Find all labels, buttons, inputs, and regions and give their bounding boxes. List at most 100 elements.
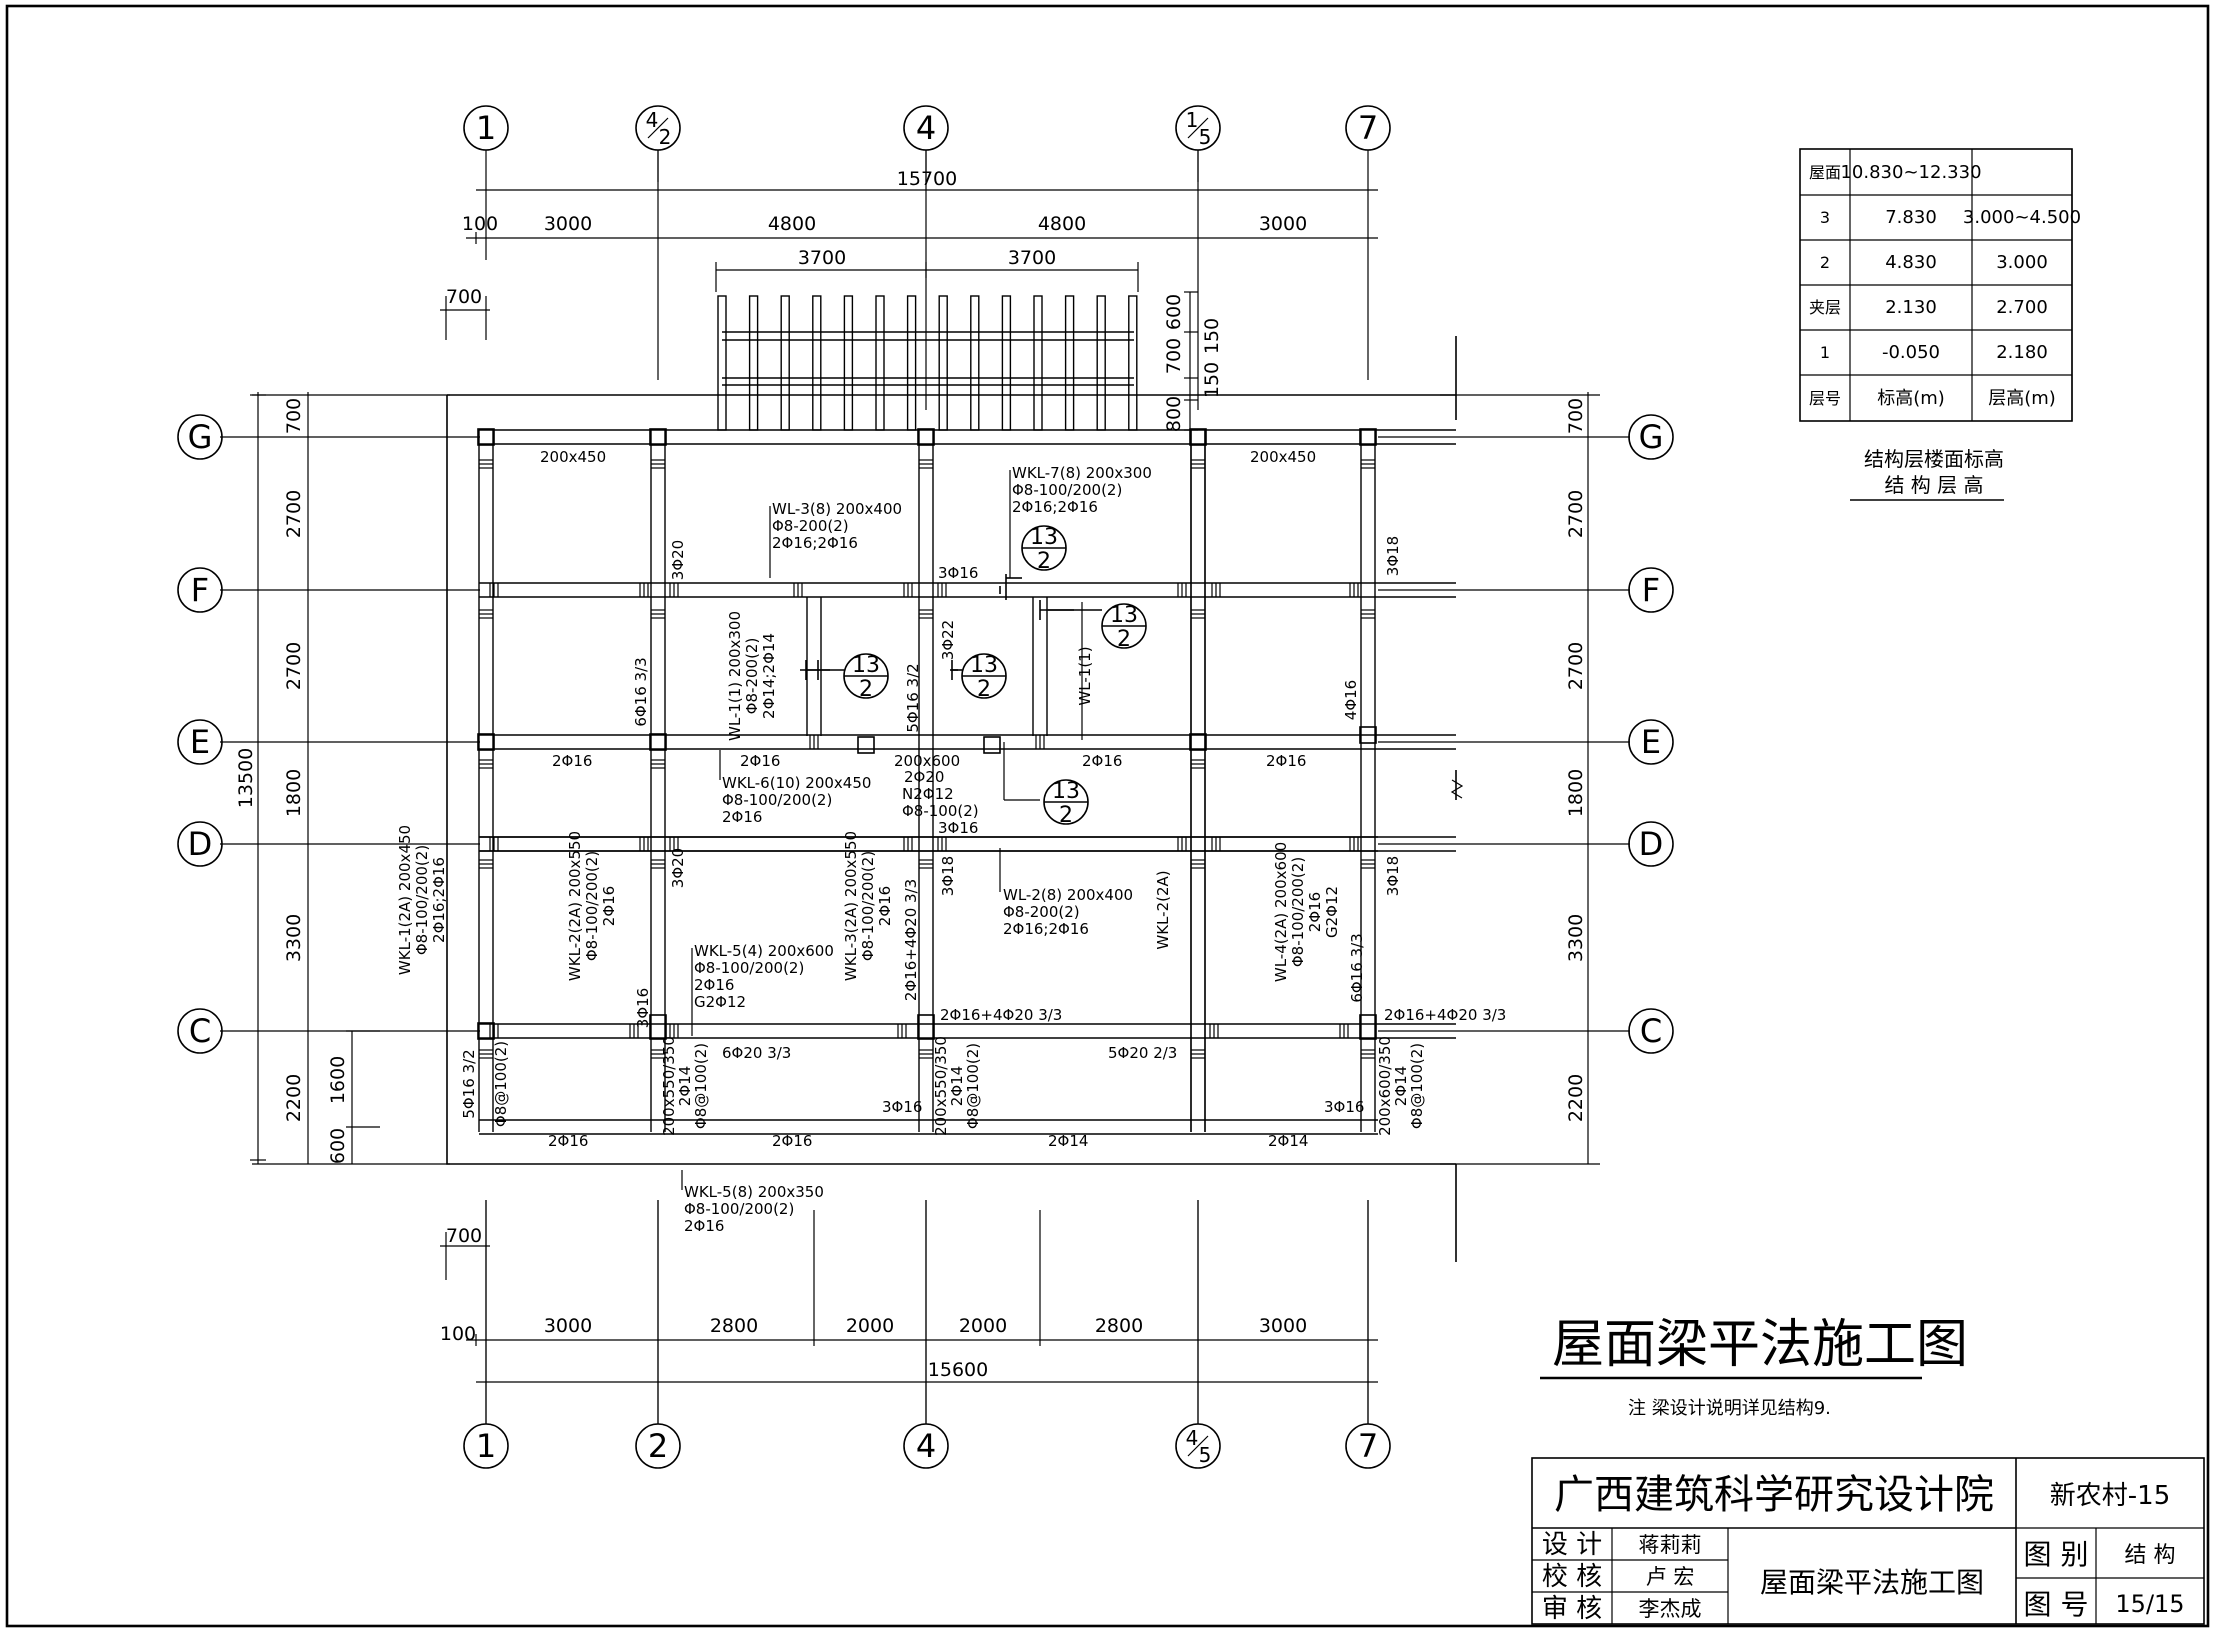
role-label: 设 计: [1542, 1530, 1602, 1560]
beam-annotation: 2Φ16;2Φ16: [1012, 498, 1098, 516]
elevation-caption-1: 结构层楼面标高: [1864, 447, 2004, 471]
dim-left-seg: 1800: [283, 769, 305, 817]
category-value: 结 构: [2125, 1543, 2176, 1568]
elevation-cell: 2.180: [1996, 342, 2048, 363]
axis-circle: [177, 567, 223, 613]
axis-circle: [1628, 1008, 1674, 1054]
beam-annotation-vertical: Φ8-100/200(2): [1289, 857, 1307, 967]
beam-annotation-vertical: Φ8-100/200(2): [583, 851, 601, 961]
beam-annotation: 5Φ20 2/3: [1108, 1044, 1177, 1062]
axis-circle: [1628, 414, 1674, 460]
dim-left-sub: 1600: [327, 1056, 349, 1104]
axis-bubble: E: [1628, 719, 1674, 765]
section-mark-sheet: 2: [977, 677, 991, 702]
beam-annotation-vertical: WKL-3(2A) 200x550: [842, 831, 860, 981]
beam-annotation: 2Φ16: [740, 752, 780, 770]
section-mark-sheet: 2: [1037, 549, 1051, 574]
axis-bubble: 42: [635, 105, 681, 151]
dim-bottom-seg: 2800: [1095, 1315, 1143, 1337]
category-label: 图 别: [2024, 1538, 2089, 1571]
beam-annotation: 2Φ16: [552, 752, 592, 770]
beam-annotation-vertical: WL-4(2A) 200x600: [1272, 842, 1290, 982]
dim-top-offset: 700: [446, 286, 482, 308]
role-name: 李杰成: [1639, 1597, 1702, 1621]
beam-annotation: Φ8-100/200(2): [684, 1200, 794, 1218]
beam-annotation-vertical: 2Φ14: [676, 1066, 694, 1106]
axis-circle: [635, 105, 681, 151]
dim-pergola-v: 600: [1163, 294, 1185, 330]
rebar-break-ticks: [479, 459, 1375, 1059]
beam-annotation: 3Φ16: [1324, 1098, 1364, 1116]
axis-label: D: [188, 825, 213, 863]
dim-bottom-overall: 15600: [928, 1359, 988, 1381]
section-mark-sheet: 2: [1117, 627, 1131, 652]
beam-annotation-vertical: 2Φ16: [876, 886, 894, 926]
dim-pergola-v: 800: [1163, 396, 1185, 432]
axis-circle: [635, 1423, 681, 1469]
section-mark: 132: [1043, 779, 1089, 828]
axis-bubble: 4: [903, 1423, 949, 1469]
beam-annotation-vertical: 5Φ16 3/2: [904, 663, 922, 732]
axis-label: 2: [648, 1427, 668, 1465]
section-cut-lines: [800, 574, 1102, 680]
beam-annotation: 2Φ16+4Φ20 3/3: [1384, 1006, 1506, 1024]
axis-label: C: [1640, 1012, 1662, 1050]
elevation-cell: 层号: [1809, 389, 1841, 408]
dim-top-seg: 3000: [1259, 213, 1307, 235]
dim-right-seg: 3300: [1565, 914, 1587, 962]
axis-label: E: [1641, 723, 1661, 761]
axis-circle: [903, 1423, 949, 1469]
dim-right-seg: 2200: [1565, 1074, 1587, 1122]
axis-circle: [1628, 719, 1674, 765]
axis-circle: [1175, 105, 1221, 151]
axis-bubble: C: [1628, 1008, 1674, 1054]
axis-bubble: C: [177, 1008, 223, 1054]
beam-annotation-vertical: Φ8@100(2): [492, 1041, 510, 1127]
axis-bubble: F: [1628, 567, 1674, 613]
dim-pergola-v: 700: [1163, 338, 1185, 374]
pergola-ribs: [717, 295, 1138, 431]
project-code: 新农村-15: [2050, 1481, 2170, 1511]
beam-annotation-vertical: 200x550/350: [660, 1036, 678, 1136]
axis-label: 1: [476, 109, 496, 147]
axis-circle: [903, 105, 949, 151]
dim-pergola-v: 150: [1201, 318, 1223, 354]
axis-label: 1: [476, 1427, 496, 1465]
dim-pergola: 3700: [1008, 247, 1056, 269]
axis-label-num: 4: [646, 108, 659, 132]
section-mark-number: 13: [1030, 525, 1058, 550]
elevation-cell: 夹层: [1809, 298, 1841, 317]
beam-annotation: Φ8-100(2): [902, 802, 979, 820]
beam-annotation-vertical: 4Φ16: [1342, 680, 1360, 720]
beam-annotation-vertical: WKL-1(2A) 200x450: [396, 825, 414, 975]
beam-annotation: 2Φ16: [722, 808, 762, 826]
beam-annotation: 6Φ20 3/3: [722, 1044, 791, 1062]
dim-right-seg: 1800: [1565, 769, 1587, 817]
beam-annotation-vertical: 200x550/350: [932, 1036, 950, 1136]
beam-annotation-vertical: WKL-2(2A): [1154, 870, 1172, 949]
elevation-cell: 2.130: [1885, 297, 1937, 318]
beam-annotation: 3Φ16: [938, 564, 978, 582]
axis-label-num: 4: [1186, 1426, 1199, 1450]
section-mark-number: 13: [1052, 779, 1080, 804]
axis-bubble: 1: [463, 105, 509, 151]
beam-annotation: G2Φ12: [694, 993, 746, 1011]
dim-pergola: 3700: [798, 247, 846, 269]
beam-annotation: 3Φ16: [938, 819, 978, 837]
elevation-cell: 4.830: [1885, 252, 1937, 273]
axis-label: 4: [916, 1427, 936, 1465]
beam-annotation-vertical: WL-1(1) 200x300: [726, 611, 744, 741]
sheet-title: 屋面梁平法施工图: [1760, 1566, 1984, 1599]
drawing-title: 屋面梁平法施工图: [1552, 1315, 1968, 1375]
beam-annotation: WL-2(8) 200x400: [1003, 886, 1133, 904]
beam-annotation: Φ8-200(2): [1003, 903, 1080, 921]
beam-annotation-vertical: Φ8@100(2): [964, 1043, 982, 1129]
dim-left-seg: 700: [283, 398, 305, 434]
beam-annotation-vertical: Φ8@100(2): [1408, 1043, 1426, 1129]
beam-annotation: 2Φ16;2Φ16: [1003, 920, 1089, 938]
role-label: 校 核: [1542, 1562, 1602, 1592]
beam-annotation-vertical: 3Φ16: [634, 988, 652, 1028]
axis-label: G: [188, 418, 213, 456]
